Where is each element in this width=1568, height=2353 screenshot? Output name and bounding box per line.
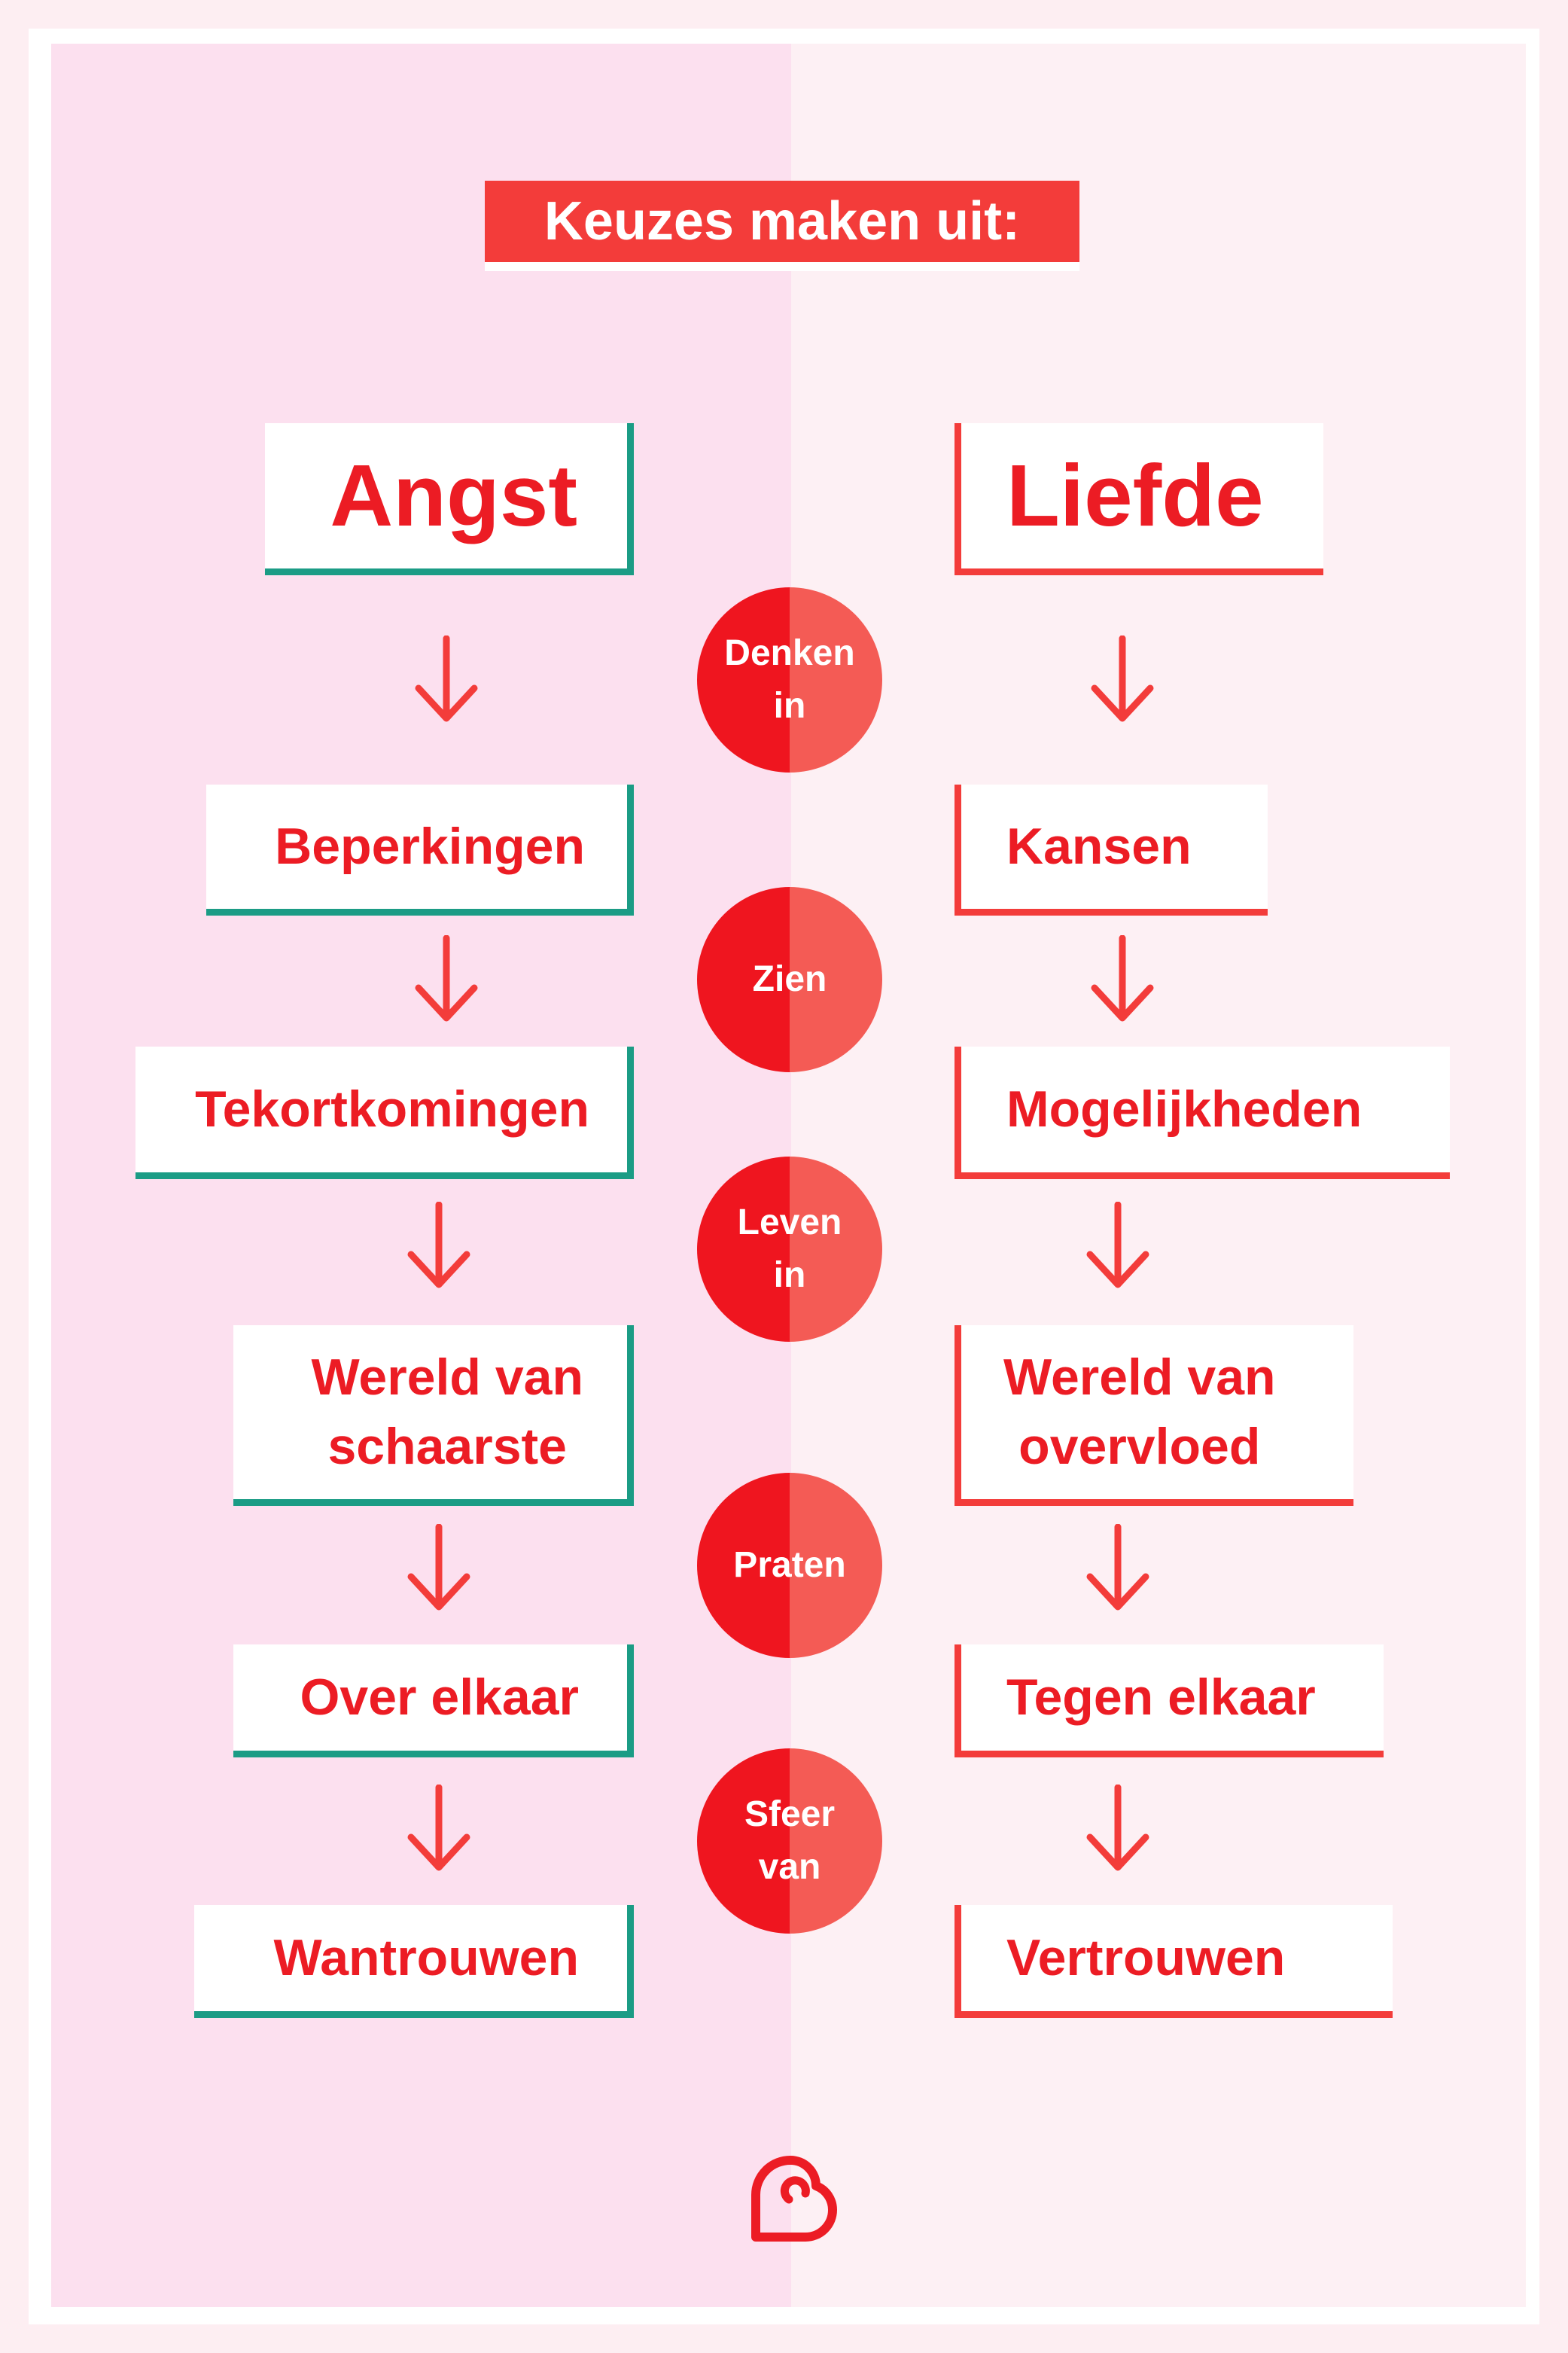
connector-label: Leven in (737, 1202, 842, 1295)
connector-denken-in: Denken in (697, 587, 882, 773)
left-header-angst: Angst (265, 423, 634, 575)
arrow-down-icon (1086, 1202, 1149, 1288)
left-item-tekortkomingen: Tekortkomingen (135, 1047, 634, 1179)
right-item-wereld-van-overvloed: Wereld van overvloed (955, 1325, 1353, 1506)
arrow-down-icon (1086, 1524, 1149, 1611)
left-item-over-elkaar: Over elkaar (233, 1644, 634, 1757)
arrow-down-icon (407, 1202, 470, 1288)
connector-label: Sfeer van (744, 1794, 836, 1887)
arrow-down-icon (1091, 935, 1154, 1022)
connector-leven-in: Leven in (697, 1157, 882, 1342)
right-item-vertrouwen: Vertrouwen (955, 1905, 1393, 2018)
connector-sfeer-van: Sfeer van (697, 1748, 882, 1934)
arrow-down-icon (407, 1524, 470, 1611)
connector-label: Denken in (724, 633, 855, 726)
left-item-beperkingen: Beperkingen (206, 785, 634, 916)
connector-zien: Zien (697, 887, 882, 1072)
arrow-down-icon (407, 1785, 470, 1871)
connector-label: Praten (733, 1545, 846, 1586)
left-item-wantrouwen: Wantrouwen (194, 1905, 634, 2018)
connector-label: Zien (752, 959, 827, 1000)
right-header-liefde: Liefde (955, 423, 1323, 575)
arrow-down-icon (415, 935, 478, 1022)
left-item-wereld-van-schaarste: Wereld van schaarste (233, 1325, 634, 1506)
right-item-tegen-elkaar: Tegen elkaar (955, 1644, 1384, 1757)
arrow-down-icon (1086, 1785, 1149, 1871)
page-title: Keuzes maken uit: (485, 181, 1079, 271)
right-item-kansen: Kansen (955, 785, 1268, 916)
right-item-mogelijkheden: Mogelijkheden (955, 1047, 1450, 1179)
heart-logo-icon (751, 2156, 838, 2242)
arrow-down-icon (1091, 635, 1154, 722)
connector-praten: Praten (697, 1473, 882, 1658)
arrow-down-icon (415, 635, 478, 722)
